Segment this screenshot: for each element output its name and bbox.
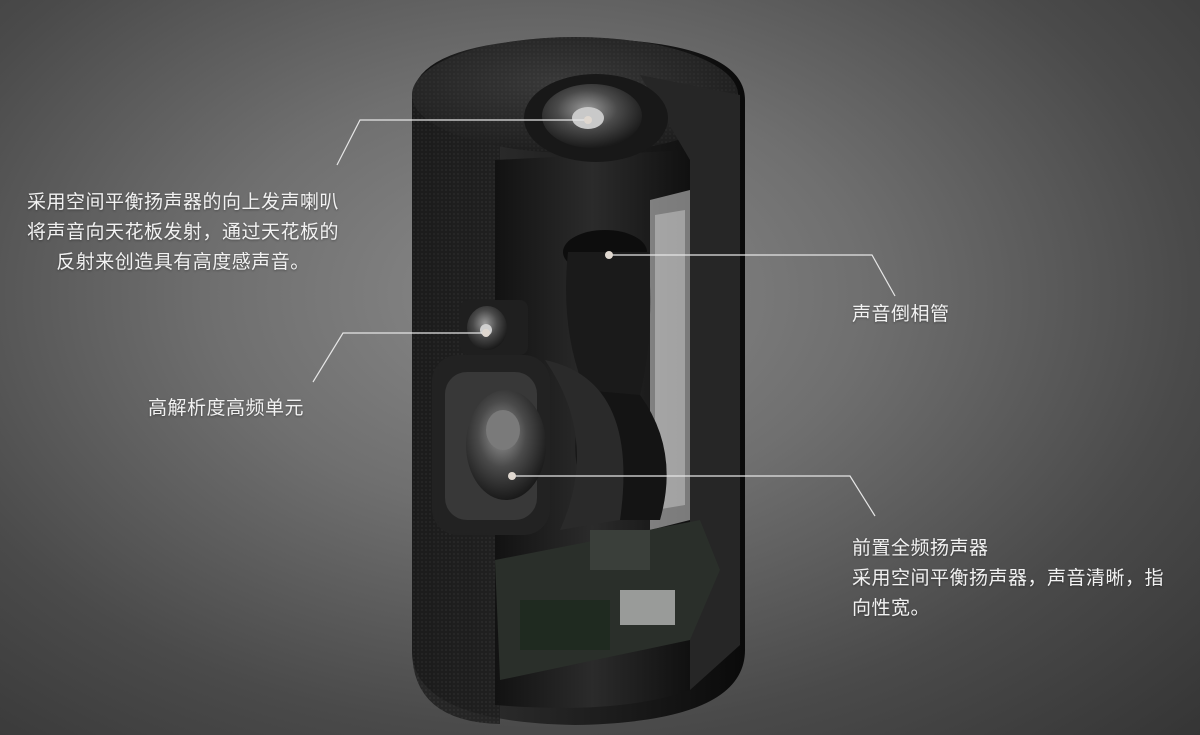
callout-front-fullrange-speaker: 前置全频扬声器 采用空间平衡扬声器，声音清晰，指 向性宽。 — [852, 533, 1164, 623]
callout-fullrange-line-3: 向性宽。 — [852, 597, 931, 619]
upfiring-driver-icon — [524, 74, 668, 162]
callout-upfiring-line-1: 采用空间平衡扬声器的向上发声喇叭 — [26, 191, 339, 213]
callout-tweeter: 高解析度高频单元 — [148, 393, 304, 423]
callout-fullrange-line-1: 前置全频扬声器 — [852, 537, 989, 559]
callout-upfiring-line-2: 将声音向天花板发射，通过天花板的 — [26, 221, 339, 243]
callout-fullrange-line-2: 采用空间平衡扬声器，声音清晰，指 — [852, 567, 1165, 589]
tweeter-icon — [460, 300, 528, 355]
circuit-board — [495, 520, 720, 680]
fullrange-driver-icon — [432, 355, 624, 535]
callout-sound-inversion-tube: 声音倒相管 — [852, 299, 950, 329]
callout-upfiring-line-3: 反射来创造具有高度感声音。 — [56, 251, 310, 273]
callout-tweeter-line-1: 高解析度高频单元 — [148, 397, 305, 419]
callout-tube-line-1: 声音倒相管 — [852, 303, 950, 325]
leader-lines — [312, 119, 896, 517]
callout-upfiring-speaker: 采用空间平衡扬声器的向上发声喇叭 将声音向天花板发射，通过天花板的 反射来创造具… — [8, 187, 358, 277]
callout-dots — [482, 116, 613, 480]
